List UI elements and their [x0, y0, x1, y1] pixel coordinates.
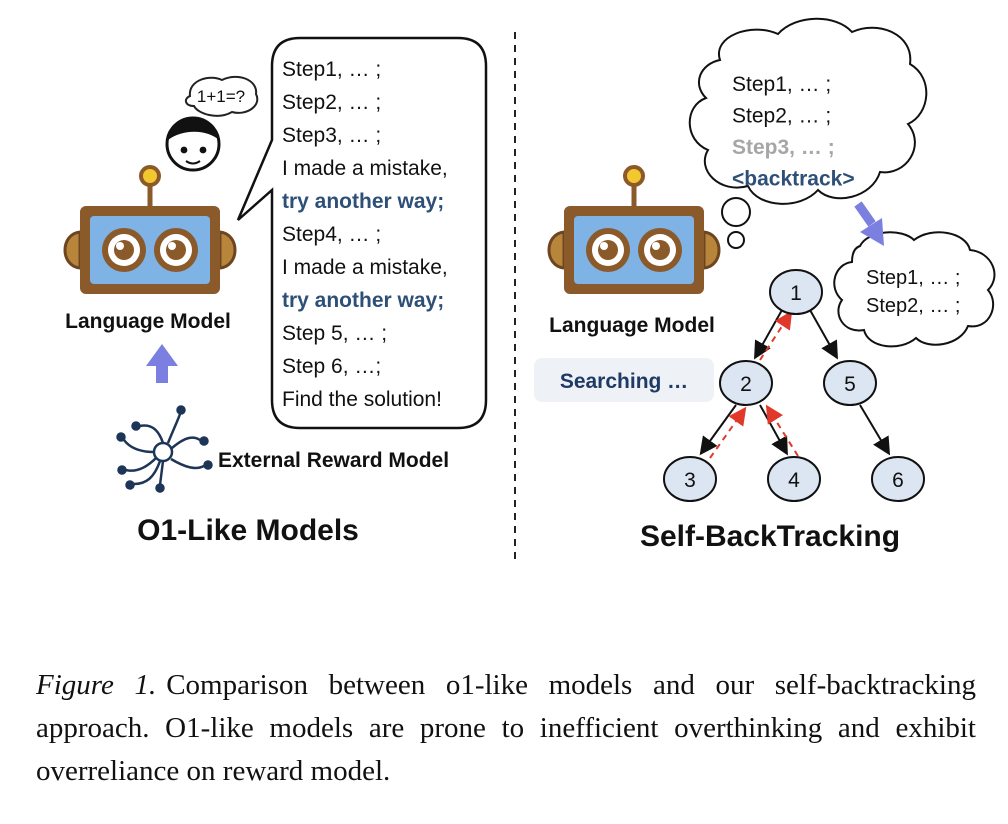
text-line: Step2, … ; [732, 105, 831, 128]
svg-text:4: 4 [788, 469, 800, 492]
tree-backtrack-edges [709, 310, 799, 459]
text-line: <backtrack> [732, 168, 855, 191]
text-line: Step3, … ; [282, 124, 381, 147]
tree-node: 2 [719, 360, 773, 406]
thought-bubble-2 [833, 231, 996, 348]
svg-text:3: 3 [684, 469, 696, 492]
figure-diagram: 1+1=? Language Model [63, 17, 996, 560]
up-arrow-icon [146, 344, 178, 383]
tree-node: 6 [871, 456, 925, 502]
speech-lines: Step1, … ; Step2, … ; Step3, … ; I made a m… [282, 58, 448, 411]
tree-node: 3 [663, 456, 717, 502]
right-panel-title: Self-BackTracking [640, 520, 900, 553]
left-model-label: Language Model [65, 310, 231, 333]
text-line: Step3, … ; [732, 136, 835, 159]
neural-network-icon [116, 405, 213, 493]
text-line: Step2, … ; [866, 295, 961, 317]
text-line: Step4, … ; [282, 223, 381, 246]
text-line: Find the solution! [282, 388, 442, 411]
robot-icon [547, 165, 721, 294]
text-line: Step1, … ; [732, 73, 831, 96]
tree-node: 1 [769, 269, 823, 315]
text-line: try another way; [282, 289, 444, 312]
text-line: Step2, … ; [282, 91, 381, 114]
thought-bubble-icon [688, 17, 928, 249]
text-line: Step1, … ; [282, 58, 381, 81]
svg-text:5: 5 [844, 373, 856, 396]
right-model-label: Language Model [549, 314, 715, 337]
question-text: 1+1=? [197, 87, 245, 106]
text-line: Step 6, …; [282, 355, 381, 378]
left-panel-title: O1-Like Models [137, 514, 359, 547]
backtrack-arrow-icon [854, 201, 884, 246]
user-face-icon [165, 116, 221, 172]
text-line: I made a mistake, [282, 256, 448, 279]
speech-bubble [236, 36, 488, 430]
svg-text:1: 1 [790, 282, 802, 305]
searching-pill [534, 358, 714, 402]
reward-model-label: External Reward Model [218, 449, 449, 472]
text-line: Step1, … ; [866, 267, 961, 289]
figure-caption: Figure 1.Comparison between o1-like mode… [36, 664, 976, 793]
svg-text:6: 6 [892, 469, 904, 492]
robot-icon [63, 165, 237, 294]
question-bubble: 1+1=? [184, 75, 259, 117]
text-line: try another way; [282, 190, 444, 213]
thought-lines: Step1, … ; Step2, … ; Step3, … ; <backtrack… [732, 73, 855, 191]
text-line: I made a mistake, [282, 157, 448, 180]
searching-label: Searching … [560, 370, 688, 393]
caption-label: Figure 1. [36, 669, 157, 701]
caption-text: Comparison between o1-like models and ou… [36, 669, 976, 787]
svg-text:2: 2 [740, 373, 752, 396]
tree-node: 4 [767, 456, 821, 502]
tree-node: 5 [823, 360, 877, 406]
thought2-lines: Step1, … ; Step2, … ; [866, 267, 961, 317]
text-line: Step 5, … ; [282, 322, 387, 345]
